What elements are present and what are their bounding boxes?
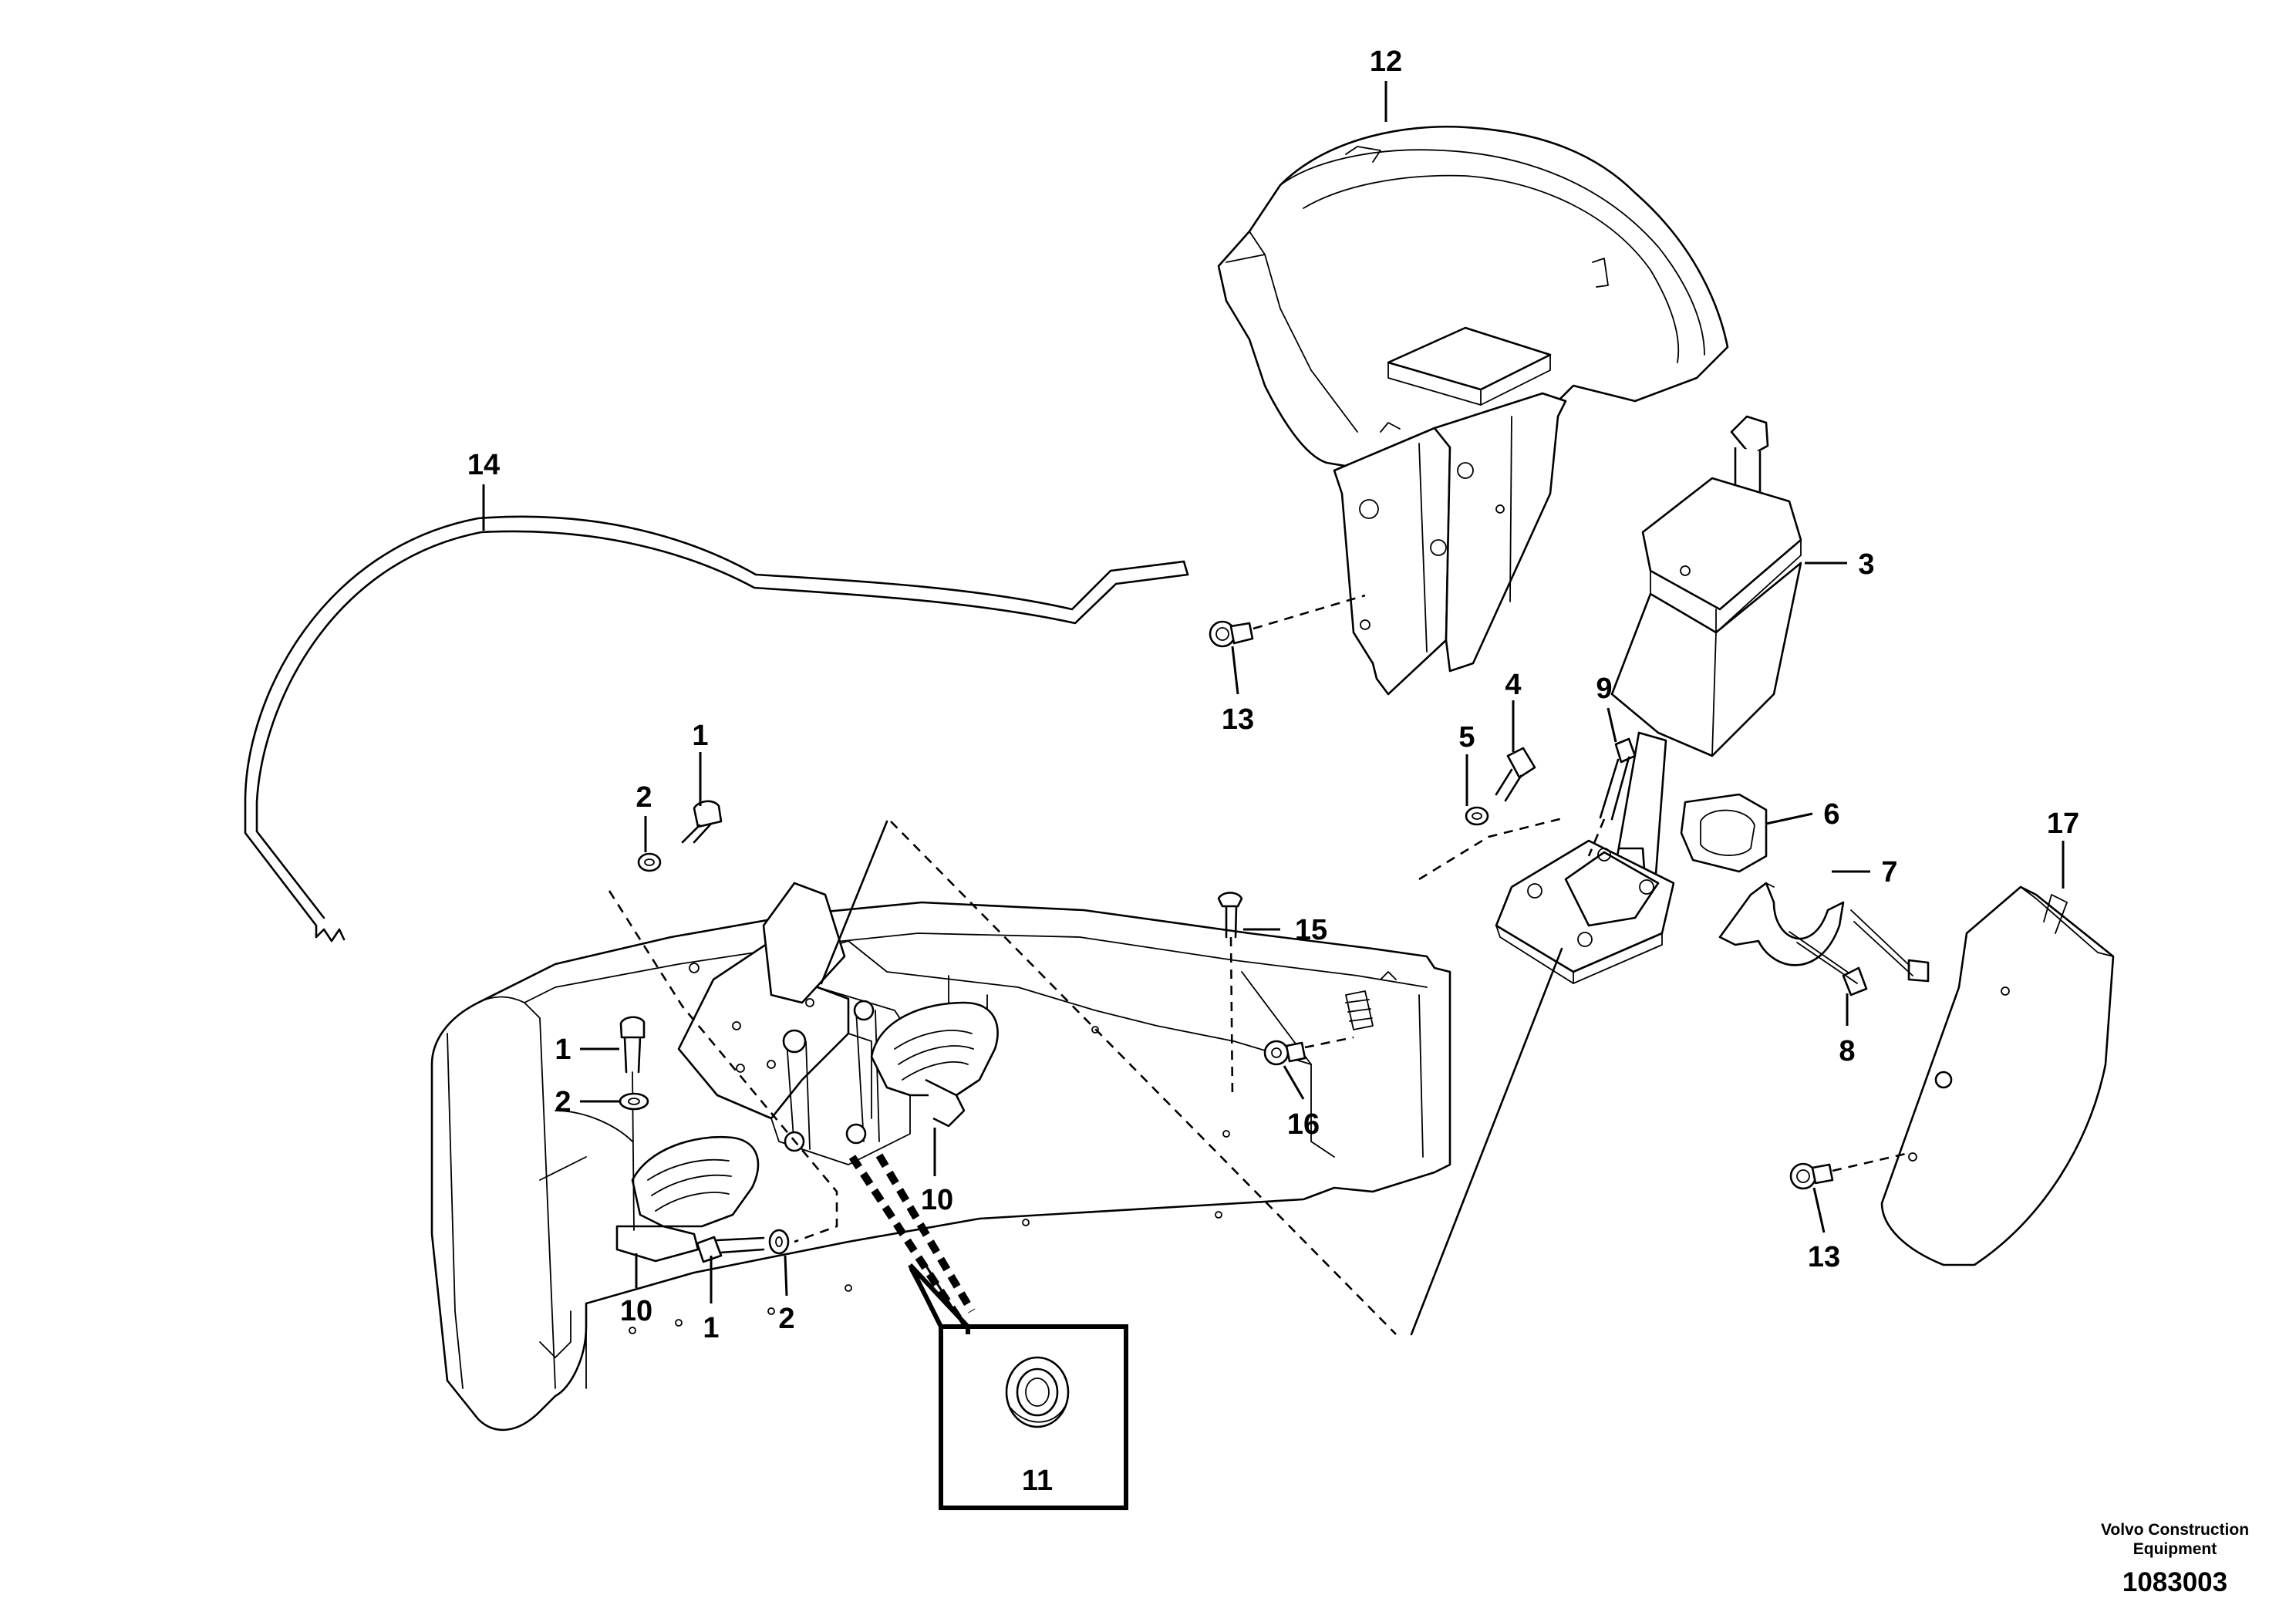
callout-1-upper: 1 [692, 720, 708, 752]
callout-1-lower: 1 [703, 1312, 719, 1344]
section-line-upper [820, 820, 888, 985]
callout-8: 8 [1839, 1035, 1855, 1067]
part-10-pedal-left [615, 1135, 760, 1263]
part-2-washer-lower [768, 1229, 790, 1255]
callout-3: 3 [1858, 548, 1874, 581]
callout-14: 14 [467, 449, 500, 481]
callout-11: 11 [1022, 1465, 1053, 1497]
part-13-screw-upper [1209, 594, 1366, 648]
bolt-path-4-5 [1418, 816, 1566, 881]
leader-lines [482, 81, 2065, 1303]
part-7-screw [1850, 909, 1930, 983]
callout-5: 5 [1458, 721, 1475, 754]
part-14-cable [244, 515, 1189, 943]
part-2-washer-upper [637, 852, 662, 872]
part-8-screw [1789, 931, 1868, 996]
callout-labels: 12 14 3 13 4 9 5 1 2 6 17 7 15 1 8 2 16 … [467, 46, 2079, 1497]
callout-6: 6 [1823, 798, 1839, 831]
callout-2-middle: 2 [555, 1086, 571, 1118]
detail-leader-11b [875, 1153, 976, 1313]
brand-line-1: Volvo Construction [2101, 1521, 2249, 1539]
drawing-number: 1083003 [2122, 1567, 2227, 1597]
part-10-pedal-right [870, 1001, 999, 1128]
part-2-washer-middle [619, 1092, 649, 1111]
callout-9: 9 [1596, 673, 1612, 705]
callout-1-middle: 1 [555, 1034, 571, 1066]
part-9-bolt [1587, 737, 1637, 857]
detail-box-11 [908, 1263, 1128, 1510]
part-16-screw [1263, 1036, 1354, 1066]
callout-15: 15 [1295, 914, 1327, 946]
part-5-washer [1465, 806, 1489, 826]
part-1-bolt-middle [619, 1016, 646, 1231]
callout-16: 16 [1287, 1108, 1320, 1141]
brand-line-2: Equipment [2133, 1540, 2217, 1558]
section-line-lower [1410, 947, 1563, 1336]
part-17-side-panel [1880, 885, 2115, 1266]
part-13-screw-lower [1789, 1152, 1910, 1190]
callout-13-upper: 13 [1222, 703, 1254, 736]
callout-4: 4 [1505, 669, 1521, 701]
callout-12: 12 [1370, 46, 1402, 78]
part-4-bolt [1495, 747, 1536, 802]
part-1-bolt-upper [681, 800, 723, 844]
drawing-caption: Volvo Construction Equipment 1083003 [2101, 1521, 2249, 1597]
part-12-dashboard-cover [1217, 125, 1729, 472]
callout-2-lower: 2 [778, 1303, 794, 1335]
dashboard-bracket [1333, 392, 1567, 696]
assembly-line-left [608, 890, 838, 1243]
callout-2-upper: 2 [636, 781, 652, 814]
pedal-bracket [677, 882, 911, 1165]
part-6-bushing [1680, 793, 1768, 873]
part-7-clamp [1718, 882, 1845, 966]
part-15-screw [1217, 892, 1243, 1100]
callout-13-lower: 13 [1808, 1241, 1840, 1273]
callout-17: 17 [2047, 808, 2079, 840]
part-1-bolt-lower [696, 1236, 765, 1263]
column-mount-plate [1495, 839, 1675, 984]
callout-10-left: 10 [620, 1295, 652, 1327]
assembly-line-right [890, 821, 1397, 1335]
callout-10-right: 10 [921, 1184, 953, 1216]
callout-7: 7 [1881, 856, 1897, 889]
